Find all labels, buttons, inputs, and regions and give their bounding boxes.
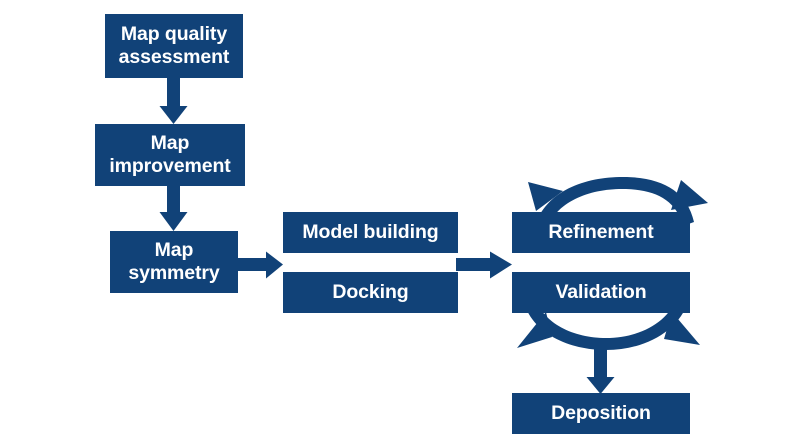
node-validation[interactable]: Validation (512, 272, 690, 313)
arrow-assessment-to-improvement (159, 76, 188, 124)
cycle-arc-top-right-arrowhead (671, 180, 708, 210)
arrow-improvement-to-symmetry (159, 184, 188, 231)
node-map-symmetry[interactable]: Map symmetry (110, 231, 238, 293)
cycle-arc-bottom-left-arrowhead (517, 312, 552, 348)
arrow-symmetry-to-building (236, 251, 283, 279)
node-refinement[interactable]: Refinement (512, 212, 690, 253)
cycle-arc-top-left-arrowhead (528, 182, 563, 211)
node-map-quality-assessment[interactable]: Map quality assessment (105, 14, 243, 78)
cycle-arc-bottom-right-arrowhead (664, 312, 700, 345)
node-deposition[interactable]: Deposition (512, 393, 690, 434)
node-docking[interactable]: Docking (283, 272, 458, 313)
node-model-building[interactable]: Model building (283, 212, 458, 253)
arrow-building-to-refinement (456, 251, 512, 279)
node-map-improvement[interactable]: Map improvement (95, 124, 245, 186)
arrow-validation-to-deposition (586, 340, 615, 394)
